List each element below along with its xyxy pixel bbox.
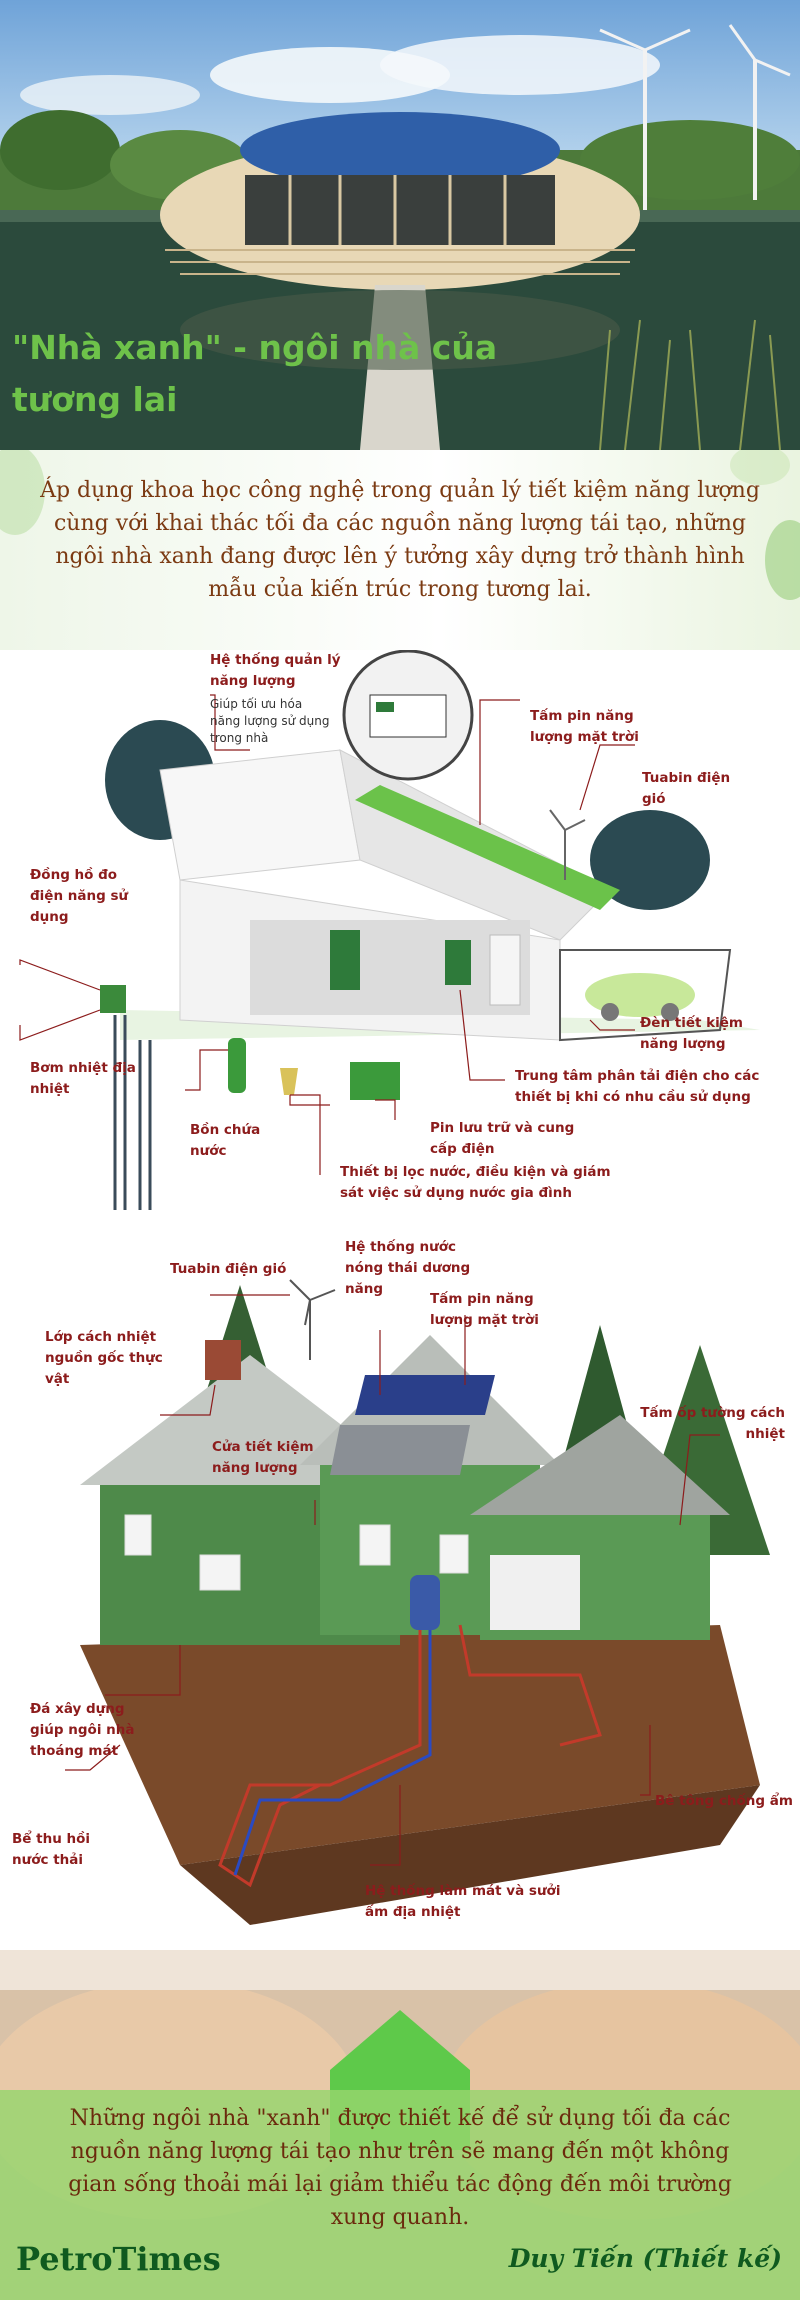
label-energy-management: Hệ thống quản lý năng lượng (210, 652, 341, 689)
label-power-center: Trung tâm phân tải điện cho các thiết bị… (515, 1068, 760, 1105)
label-water-device: Thiết bị lọc nước, điều kiện và giám sát… (340, 1164, 611, 1201)
label-wind-turbine-2: Tuabin điện gió (170, 1261, 287, 1277)
label-insulation: Lớp cách nhiệt nguồn gốc thực vật (45, 1329, 163, 1387)
closing-overlay (0, 2090, 800, 2300)
label-storage: Pin lưu trữ và cung cấp điện (430, 1120, 575, 1157)
label-stone: Đá xây dựng giúp ngôi nhà thoáng mát (30, 1701, 135, 1759)
intro-section: Áp dụng khoa học công nghệ trong quản lý… (0, 450, 800, 650)
closing-text: Những ngôi nhà "xanh" được thiết kế để s… (68, 2106, 732, 2230)
footer-section: Những ngôi nhà "xanh" được thiết kế để s… (0, 1950, 800, 2300)
green-house-illustration (65, 1279, 770, 1925)
floating-house-illustration (0, 24, 800, 450)
label-solar-water: Hệ thống nước nóng thái dương năng (345, 1239, 471, 1297)
intro-text: Áp dụng khoa học công nghệ trong quản lý… (40, 478, 760, 602)
page-title: "Nhà xanh" - ngôi nhà của tương lai (12, 328, 498, 419)
label-solar-panel: Tấm pin năng lượng mặt trời (530, 708, 639, 745)
designer-credit: Duy Tiến (Thiết kế) (508, 2244, 782, 2273)
label-wall-panel: Tấm ốp tường cách nhiệt (640, 1405, 785, 1442)
smart-home-diagram: Hệ thống quản lý năng lượng Giúp tối ưu … (0, 650, 800, 1220)
header-banner: "Nhà xanh" - ngôi nhà của tương lai (0, 0, 800, 450)
smart-home-illustration (19, 650, 760, 1210)
label-waste-tank: Bể thu hồi nước thải (12, 1831, 91, 1868)
label-led: Đèn tiết kiệm năng lượng (640, 1015, 743, 1052)
label-geothermal: Hệ thống làm mát và sưởi ấm địa nhiệt (365, 1883, 561, 1920)
green-house-cutaway-diagram: Tuabin điện gió Hệ thống nước nóng thái … (0, 1225, 800, 1955)
label-meter: Đồng hồ đo điện năng sử dụng (30, 867, 129, 925)
label-energy-management-desc: Giúp tối ưu hóa năng lượng sử dụng trong… (210, 697, 330, 745)
label-windows: Cửa tiết kiệm năng lượng (212, 1439, 314, 1476)
label-wind-turbine: Tuabin điện gió (642, 770, 731, 807)
label-water-tank: Bồn chứa nước (190, 1122, 261, 1159)
leaf-decoration (0, 450, 800, 600)
brand-logo: PetroTimes (16, 2240, 221, 2278)
label-heat-pump: Bơm nhiệt địa nhiệt (30, 1060, 136, 1097)
label-concrete: Bê tông chống ẩm (655, 1793, 793, 1809)
label-solar-panel-2: Tấm pin năng lượng mặt trời (430, 1291, 539, 1328)
